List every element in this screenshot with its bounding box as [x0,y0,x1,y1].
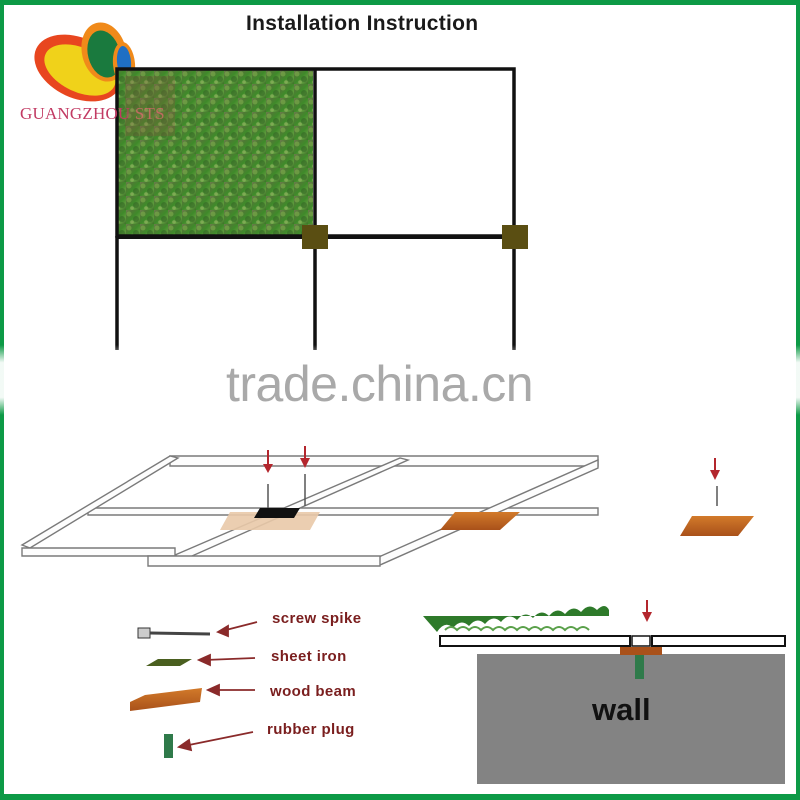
legend-label-sheet-iron: sheet iron [271,648,347,665]
legend-label-wood-beam: wood beam [270,683,357,700]
legend-arrows [176,621,258,752]
border-top [0,0,800,5]
wood-beam-icon [440,512,520,530]
brand-name: GUANGZHOU STS [20,104,165,124]
watermark: trade.china.cn [226,356,534,412]
company-logo-icon [34,22,136,102]
wall-block [477,654,785,784]
plant-wall-panel [117,70,313,235]
bracket-icon [302,225,328,249]
legend-label-screw-spike: screw spike [272,610,362,627]
screw-spike-icon [137,627,211,639]
wood-beam-icon [680,516,754,536]
wall-label: wall [592,692,651,727]
legend-icons [130,627,211,758]
page-title: Installation Instruction [246,12,479,35]
rubber-plug-icon [164,734,173,758]
metal-frame-grid [115,67,516,350]
perspective-frame [20,455,599,567]
brand-text: GUANGZHOU [20,104,131,123]
watermark-band [0,345,800,415]
legend-label-rubber-plug: rubber plug [267,721,355,738]
sheet-iron-icon [146,659,192,666]
plant-layer [423,606,609,632]
wood-beam-icon [620,647,662,655]
wood-beam-icon [130,688,202,711]
down-arrow-icon [263,446,720,480]
border-bottom [0,794,800,800]
sheet-iron-icon [254,508,300,518]
brand-suffix: STS [134,104,165,123]
bracket-icon [502,225,528,249]
down-arrow-icon [642,600,652,622]
screw-spike-icon [267,474,718,508]
rubber-plug-icon [635,655,644,679]
frame-section [439,635,786,647]
